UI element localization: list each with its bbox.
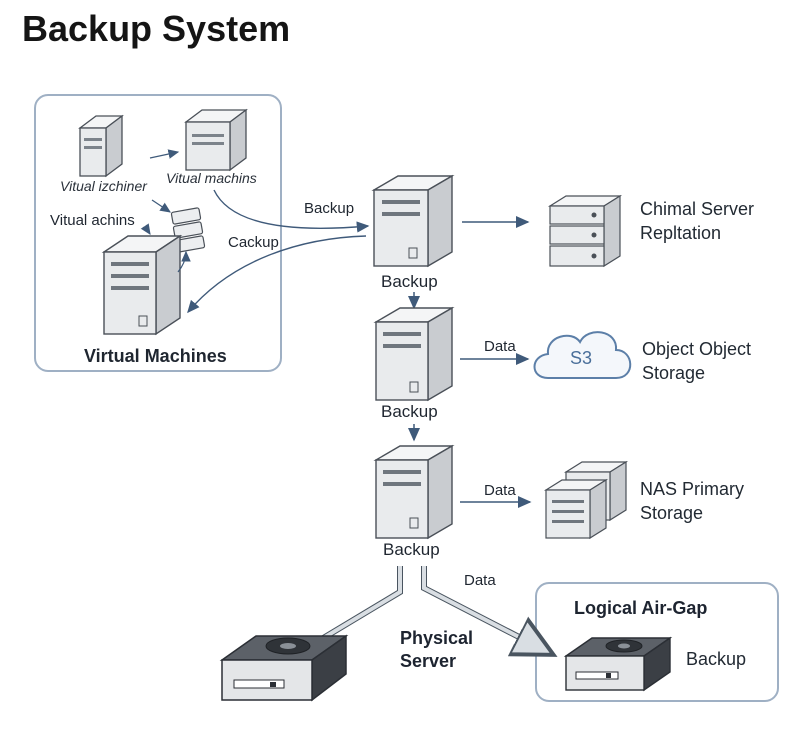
vm-server-1 <box>78 114 124 178</box>
arrow-to-airgap <box>422 566 550 653</box>
physical-server-line2: Server <box>400 651 457 671</box>
data-edge-label-2: Data <box>484 482 516 499</box>
vm-main-server <box>101 234 183 336</box>
backup-server-2 <box>373 306 455 402</box>
page-title: Backup System <box>22 8 291 49</box>
airgap-backup-label: Backup <box>686 649 747 669</box>
backup-server-1-label: Backup <box>381 272 438 291</box>
arrow-vm1-vm2 <box>149 149 180 159</box>
arrow-to-physical-outline <box>318 566 403 643</box>
backup-server-3-label: Backup <box>383 540 440 559</box>
arrow-into-main-vm <box>140 223 151 235</box>
vm3-label: Vitual achins <box>50 212 135 229</box>
arrow-vm-to-backup <box>213 189 370 233</box>
backup-server-2-label: Backup <box>381 402 438 421</box>
vm2-label: Vitual machins <box>166 170 257 186</box>
arrow-main-to-disk <box>177 250 191 273</box>
airgap-title: Logical Air-Gap <box>574 598 708 618</box>
nas-storage-icon <box>543 460 629 540</box>
backup-server-3 <box>373 444 455 540</box>
backup-server-1 <box>371 174 455 268</box>
vm-disk-stack <box>170 207 206 253</box>
vm-server-2 <box>184 108 248 172</box>
virtual-machines-group <box>34 94 282 372</box>
vm1-label: Vitual izchiner <box>60 178 147 194</box>
object-storage-line1: Object Object <box>642 339 752 359</box>
nas-storage-line1: NAS Primary <box>640 479 745 499</box>
airgap-tape-drive-icon <box>563 636 673 692</box>
arrow-backup-to-vm <box>187 235 367 314</box>
arrow-vm-to-disk <box>151 199 171 213</box>
backup-edge-label: Backup <box>304 200 355 217</box>
replication-label-line1: Chimal Server <box>640 199 755 219</box>
object-storage-line2: Storage <box>642 363 706 383</box>
nas-storage-line2: Storage <box>640 503 704 523</box>
replication-label-line2: Repltation <box>640 223 722 243</box>
data-edge-label-3: Data <box>464 572 496 589</box>
physical-tape-drive-icon <box>219 634 349 702</box>
replication-server-stack <box>547 194 623 268</box>
s3-cloud-icon <box>533 331 632 379</box>
data-edge-label-1: Data <box>484 338 516 355</box>
virtual-machines-label: Virtual Machines <box>84 346 227 366</box>
s3-icon-text: S3 <box>570 348 593 368</box>
arrow-to-physical <box>318 566 402 642</box>
physical-server-line1: Physical <box>400 628 474 648</box>
cackup-edge-label: Cackup <box>228 234 279 251</box>
